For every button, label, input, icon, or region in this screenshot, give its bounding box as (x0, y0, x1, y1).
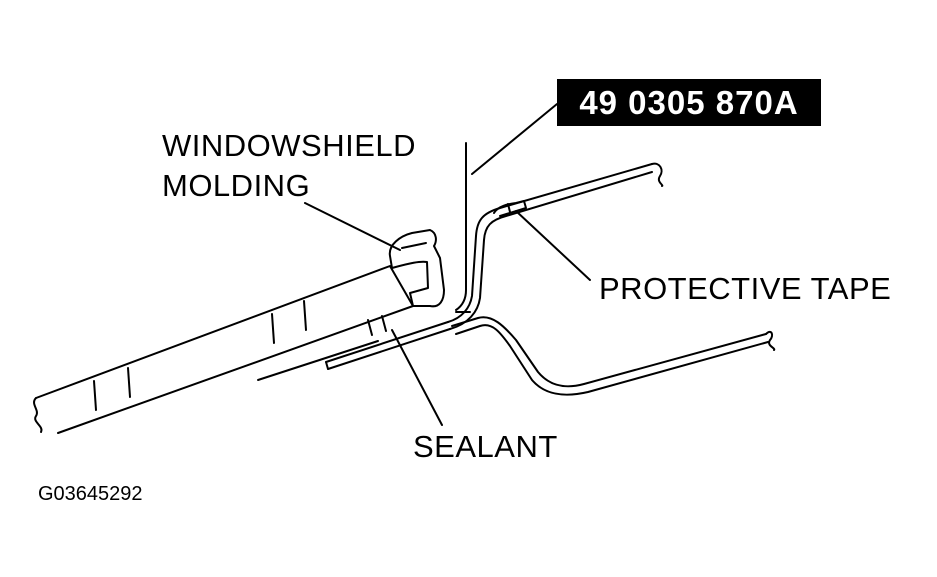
part-number-label: 49 0305 870A (557, 79, 821, 126)
sealant-label: SEALANT (413, 429, 558, 464)
leader-sealant (391, 329, 443, 426)
leader-part-number (471, 103, 558, 175)
body-panel (447, 142, 776, 396)
leader-protective-tape (515, 210, 591, 281)
protective-tape-label: PROTECTIVE TAPE (599, 271, 892, 306)
molding-shape (388, 229, 445, 308)
molding-label-line1: WINDOWSHIELD (162, 128, 416, 163)
leader-molding (304, 202, 401, 251)
sealant-strips (257, 315, 451, 381)
molding-label-line2: MOLDING (162, 168, 311, 203)
windshield-glass (33, 265, 414, 434)
leader-lines (304, 103, 591, 426)
figure-id: G03645292 (38, 483, 143, 505)
